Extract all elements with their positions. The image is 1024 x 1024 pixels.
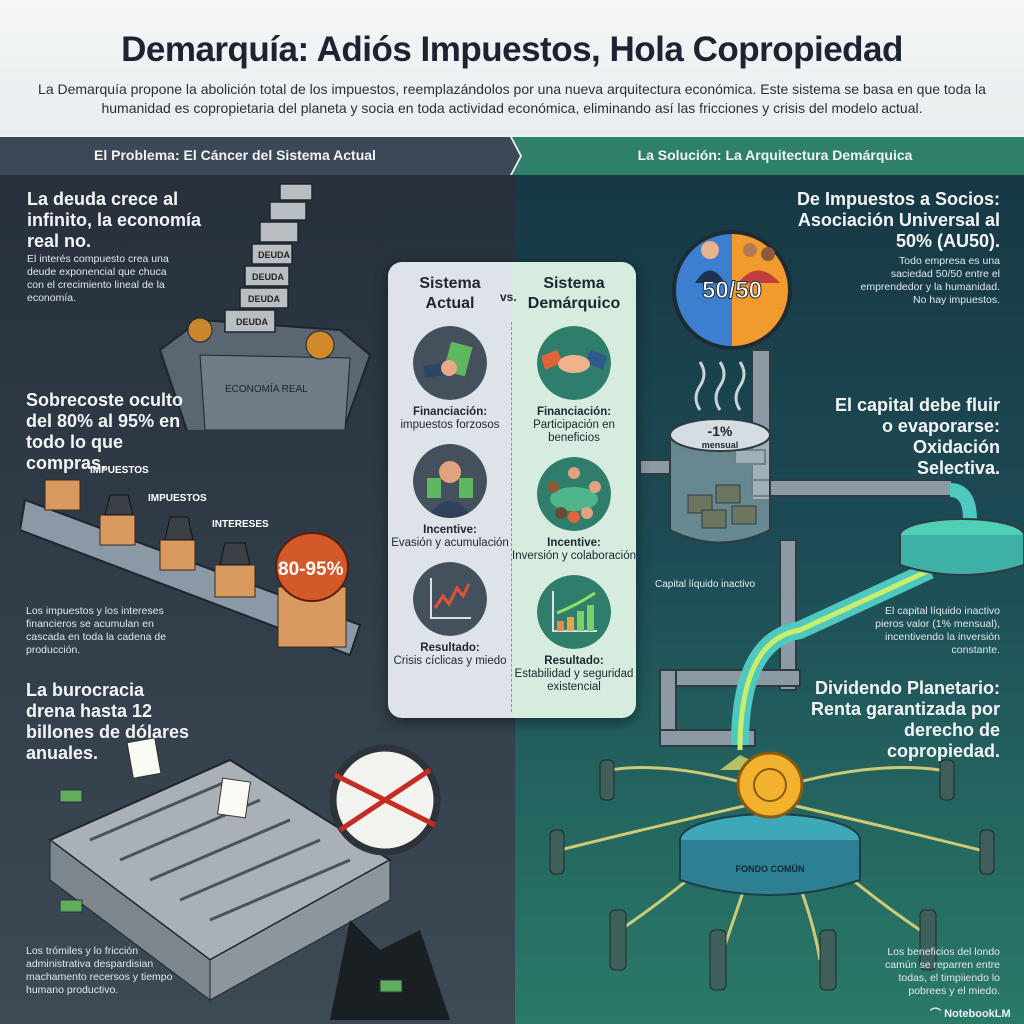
bureaucracy-heading: La burocracia drena hasta 12 billones de… <box>26 680 190 763</box>
current-system-column: Sistema Actual Financiación:impuestos fo… <box>388 262 512 718</box>
debt-block-label: DEUDA <box>258 250 291 260</box>
debt-text: El interés compuesto crea una deude expo… <box>27 253 169 304</box>
common-fund-illustration: FONDO COMÚN <box>549 751 995 991</box>
page-title: Demarquía: Adiós Impuestos, Hola Copropi… <box>121 30 903 69</box>
notebooklm-brand: ⌒ NotebookLM <box>930 1005 1011 1021</box>
demarchic-system-title: Sistema Demárquico <box>527 275 621 312</box>
au50-heading: De Impuestos a Socios: Asociación Univer… <box>796 189 1000 251</box>
debt-tower-illustration: DEUDA DEUDA DEUDA DEUDA ECONOMÍA REAL <box>158 183 372 430</box>
dividend-heading: Dividendo Planetario: Renta garantizada … <box>810 678 1000 761</box>
current-incentive: Incentive:Evasión y acumulación <box>391 524 509 549</box>
oxidation-heading: El capital debe fluir o evaporarse: Oxid… <box>834 395 1000 478</box>
overcost-badge: 80-95% <box>278 559 344 580</box>
current-system-title: Sistema Actual <box>419 275 481 312</box>
current-funding: Financiación:impuestos forzosos <box>400 406 500 431</box>
demarchic-incentive: Incentive:Inversión y colaboración <box>512 537 636 562</box>
tank-rate: -1% <box>708 423 733 439</box>
hoarding-person-icon <box>413 444 487 518</box>
capital-flow-illustration: -1% mensual Capital líquido inactivo <box>640 349 1024 770</box>
demarchic-funding: Financiación:Participación en beneficios <box>533 406 615 444</box>
tank-period: mensual <box>702 440 739 450</box>
notebooklm-logo-icon: ⌒ <box>930 1008 945 1020</box>
debt-heading: La deuda crece al infinito, la economía … <box>27 189 202 251</box>
tax-label: IMPUESTOS <box>90 465 149 476</box>
bureaucracy-text: Los trómiles y lo fricción administrativ… <box>26 945 173 996</box>
forced-tax-money-icon <box>413 326 487 400</box>
current-result: Resultado:Crisis cíclicas y miedo <box>393 642 507 667</box>
au50-text: Todo empresa es una saciedad 50/50 entre… <box>860 255 1000 306</box>
economy-rock-label: ECONOMÍA REAL <box>225 382 308 395</box>
interest-label: INTERESES <box>212 519 269 530</box>
au50-badge: 50/50 <box>702 277 762 304</box>
demarchic-result: Resultado:Estabilidad y seguridad existe… <box>514 655 634 693</box>
fund-label: FONDO COMÚN <box>736 863 805 874</box>
demarchic-system-column: Sistema Demárquico Financiación:Particip… <box>512 262 636 718</box>
cost-heading: Sobrecoste oculto del 80% al 95% en todo… <box>26 390 184 473</box>
intro-text: La Demarquía propone la abolición total … <box>38 81 986 116</box>
handshake-icon <box>537 326 611 400</box>
solution-band <box>512 137 1024 175</box>
tank-label: Capital líquido inactivo <box>655 579 755 590</box>
bureaucracy-maze-illustration <box>48 737 450 1020</box>
tax-label: IMPUESTOS <box>148 493 207 504</box>
debt-block-label: DEUDA <box>236 317 269 327</box>
oxidation-text: El capital líquido inactivo pieros valor… <box>875 605 1000 656</box>
comparison-card: Sistema Actual Financiación:impuestos fo… <box>388 262 636 718</box>
volatile-chart-icon <box>413 562 487 636</box>
versus-label: vs. <box>500 290 517 304</box>
collaboration-team-icon <box>537 457 611 531</box>
header <box>0 0 1024 135</box>
debt-block-label: DEUDA <box>252 272 285 282</box>
column-divider <box>511 322 512 712</box>
problem-band-title: El Problema: El Cáncer del Sistema Actua… <box>94 147 376 163</box>
brand-label: NotebookLM <box>944 1008 1011 1020</box>
problem-band <box>0 137 520 175</box>
conveyor-illustration: 80-95% IMPUESTOS IMPUESTOS INTERESES <box>20 465 362 657</box>
dividend-text: Los beneficios del londo camún se reparr… <box>885 946 1000 997</box>
growth-chart-icon <box>537 575 611 649</box>
solution-band-title: La Solución: La Arquitectura Demárquica <box>637 147 913 163</box>
cost-text: Los impuestos y los intereses financiero… <box>26 605 167 656</box>
debt-block-label: DEUDA <box>248 294 281 304</box>
au50-badge-illustration: 50/50 <box>672 230 792 350</box>
